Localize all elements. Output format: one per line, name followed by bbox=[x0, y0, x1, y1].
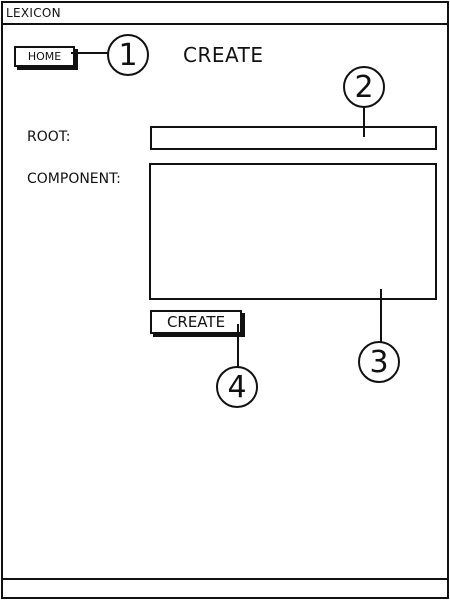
callout-2-leader bbox=[363, 107, 365, 137]
window-title: LEXICON bbox=[6, 6, 61, 20]
status-bar-divider bbox=[3, 578, 447, 580]
callout-1-leader bbox=[71, 52, 108, 54]
title-bar: LEXICON bbox=[3, 3, 447, 25]
page-title: CREATE bbox=[183, 43, 264, 67]
create-button[interactable]: CREATE bbox=[150, 310, 242, 334]
callout-1: 1 bbox=[107, 34, 149, 76]
callout-3-leader bbox=[380, 289, 382, 342]
callout-3: 3 bbox=[358, 341, 400, 383]
home-button[interactable]: HOME bbox=[14, 46, 75, 67]
root-label: ROOT: bbox=[27, 129, 71, 145]
callout-4: 4 bbox=[216, 366, 258, 408]
callout-4-leader bbox=[237, 324, 239, 367]
callout-2: 2 bbox=[343, 66, 385, 108]
root-input[interactable] bbox=[150, 126, 437, 150]
component-label: COMPONENT: bbox=[27, 171, 121, 187]
component-input[interactable] bbox=[149, 163, 437, 300]
